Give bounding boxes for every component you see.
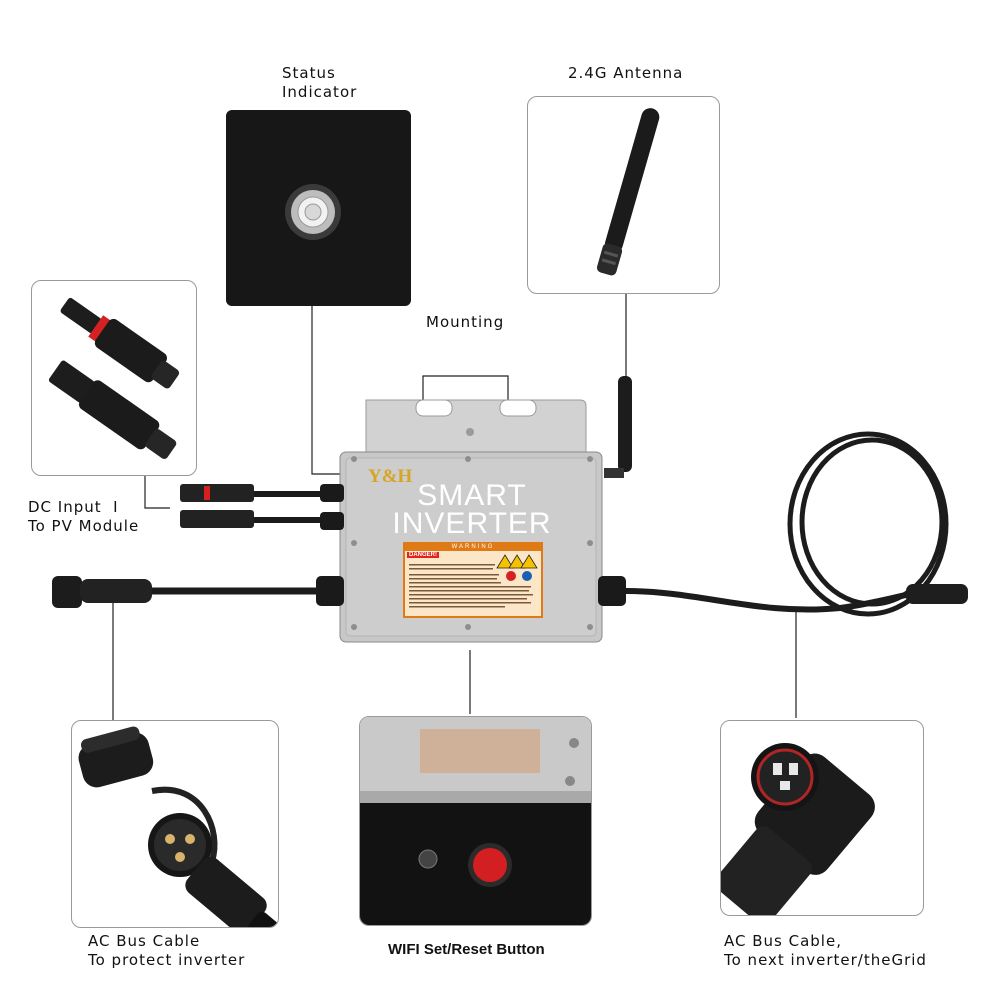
warning-header: WARNING bbox=[405, 544, 541, 551]
reset-button-icon bbox=[473, 848, 507, 882]
antenna-icon bbox=[596, 108, 660, 276]
antenna-panel bbox=[527, 96, 720, 294]
ac-connector-left-mini bbox=[52, 576, 152, 608]
wifi-button-photo bbox=[360, 717, 591, 925]
dc-input-leader-line bbox=[144, 476, 170, 509]
ac-right-panel bbox=[720, 720, 924, 916]
mounting-flange bbox=[365, 399, 587, 453]
ac-socket-icon bbox=[721, 743, 875, 915]
brand-logo: Y&H bbox=[368, 466, 413, 487]
antenna-mini bbox=[618, 376, 632, 472]
mc4-connector-icon bbox=[48, 297, 180, 459]
dc-connector-panel bbox=[31, 280, 197, 476]
led-icon bbox=[418, 849, 438, 869]
ac-cable-coil bbox=[787, 431, 949, 617]
ac-connector-cap-icon bbox=[78, 726, 278, 927]
wifi-label: WIFI Set/Reset Button bbox=[388, 941, 545, 958]
callout-lines bbox=[112, 292, 797, 720]
mounting-bracket-line bbox=[422, 375, 509, 400]
mounting-slot-right bbox=[499, 399, 537, 417]
status-leader-line bbox=[311, 306, 340, 475]
antenna-label: 2.4G Antenna bbox=[568, 64, 684, 82]
mounting-label: Mounting bbox=[426, 313, 505, 331]
ac-right-label: AC Bus Cable,To next inverter/theGrid bbox=[724, 932, 927, 969]
mounting-slot-left bbox=[415, 399, 453, 417]
danger-badge: DANGER! bbox=[407, 552, 439, 558]
ac-connector-right-mini bbox=[906, 584, 968, 604]
wifi-panel bbox=[359, 716, 592, 926]
warning-label: WARNING DANGER! bbox=[403, 542, 543, 618]
dc-connector-pair bbox=[180, 484, 254, 528]
ac-left-panel bbox=[71, 720, 279, 928]
warning-symbols-icon bbox=[409, 554, 538, 608]
